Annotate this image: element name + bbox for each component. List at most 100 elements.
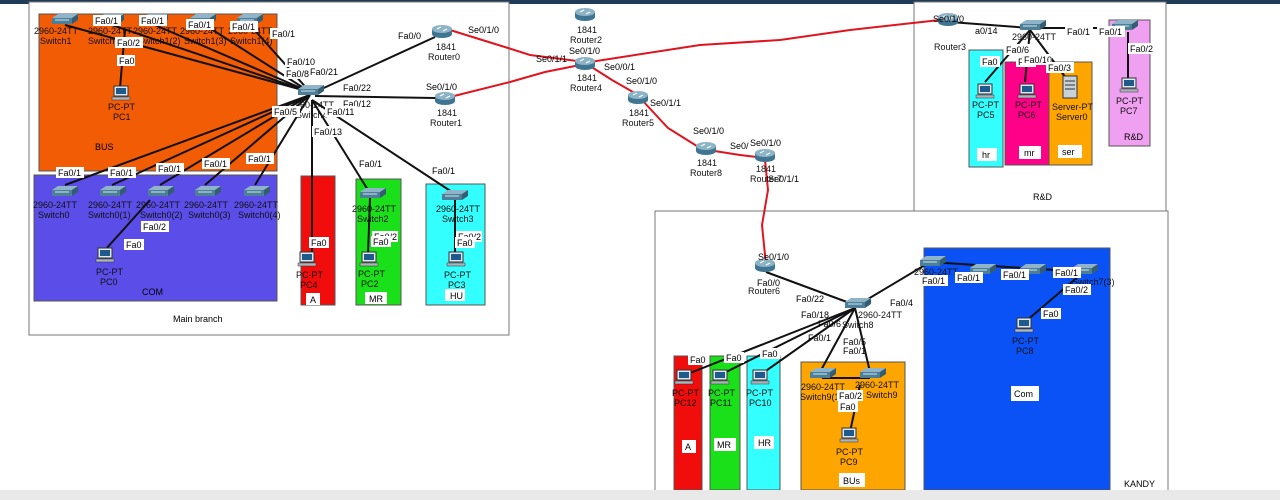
switch2[interactable] (359, 187, 387, 199)
svg-text:Fa0/1: Fa0/1 (1067, 27, 1090, 37)
pc5[interactable] (975, 83, 995, 99)
svg-text:Fa0/1: Fa0/1 (359, 159, 382, 169)
mr-rd-title: mr (1024, 148, 1035, 158)
switch0-1[interactable] (99, 185, 127, 197)
svg-text:Fa0/4: Fa0/4 (890, 298, 913, 308)
pc0[interactable] (95, 247, 115, 263)
svg-text:PC9: PC9 (840, 457, 858, 467)
svg-text:Switch1(4): Switch1(4) (230, 36, 273, 46)
port-tags: Fa0/1 Fa0/1 Fa0/1 Fa0/1 Fa0/1 Fa0/2 Fa0 … (56, 14, 1156, 412)
svg-text:Se0/1/1: Se0/1/1 (536, 54, 567, 64)
svg-text:1841: 1841 (756, 164, 776, 174)
svg-text:PC8: PC8 (1016, 346, 1034, 356)
svg-text:Switch0(4): Switch0(4) (238, 210, 281, 220)
svg-text:Fa0/22: Fa0/22 (796, 294, 824, 304)
svg-text:Fa0/11: Fa0/11 (327, 107, 354, 117)
pc3[interactable] (446, 251, 466, 267)
switch4[interactable] (297, 84, 325, 96)
pc8[interactable] (1014, 317, 1034, 333)
top-window-bar (0, 0, 1280, 4)
hu-title: HU (450, 291, 463, 301)
svg-text:PC7: PC7 (1120, 106, 1138, 116)
router1[interactable] (434, 91, 456, 106)
svg-text:Router4: Router4 (570, 83, 602, 93)
pc1[interactable] (111, 85, 131, 101)
svg-text:Server0: Server0 (1056, 112, 1088, 122)
pc12[interactable] (674, 369, 694, 385)
svg-text:Se0/1/0: Se0/1/0 (750, 138, 781, 148)
svg-text:PC10: PC10 (749, 398, 772, 408)
svg-text:Fa0/1: Fa0/1 (922, 276, 945, 286)
pc7[interactable] (1119, 77, 1139, 93)
mr-kandy-title: MR (717, 440, 731, 450)
rd-box-title: R&D (1124, 132, 1144, 142)
pc6[interactable] (1017, 83, 1037, 99)
svg-text:1841: 1841 (577, 25, 597, 35)
svg-text:PC-PT: PC-PT (444, 270, 472, 280)
switch0-3[interactable] (194, 185, 222, 197)
svg-text:2960-24TT: 2960-24TT (184, 200, 229, 210)
bottom-scrollbar[interactable] (0, 490, 1280, 500)
svg-text:2960-24TT: 2960-24TT (855, 380, 900, 390)
svg-text:Switch7(3): Switch7(3) (1072, 277, 1115, 287)
svg-text:Fa0/1: Fa0/1 (1003, 270, 1026, 280)
router0[interactable] (431, 24, 453, 39)
a-kandy-title: A (685, 442, 691, 452)
svg-text:Fa0/5: Fa0/5 (843, 337, 866, 347)
svg-text:Fa0/2: Fa0/2 (143, 222, 166, 232)
pc10[interactable] (750, 369, 770, 385)
svg-text:Fa0/22: Fa0/22 (343, 83, 371, 93)
svg-text:Se0/1/1: Se0/1/1 (768, 174, 799, 184)
switch8[interactable] (844, 297, 872, 309)
svg-text:Router2: Router2 (570, 35, 602, 45)
svg-text:2960-24TT: 2960-24TT (88, 200, 133, 210)
pc2[interactable] (359, 251, 379, 267)
switch0[interactable] (51, 185, 79, 197)
svg-text:PC-PT: PC-PT (1012, 336, 1040, 346)
svg-text:Se0/1/0: Se0/1/0 (426, 82, 457, 92)
svg-text:Fa0: Fa0 (119, 56, 135, 66)
svg-text:1841: 1841 (697, 158, 717, 168)
svg-text:Router6: Router6 (748, 286, 780, 296)
switch7[interactable] (919, 255, 947, 267)
svg-text:2960-24TT: 2960-24TT (234, 200, 279, 210)
pc4[interactable] (297, 251, 317, 267)
svg-text:Fa0/6: Fa0/6 (1006, 45, 1029, 55)
svg-text:Switch3: Switch3 (442, 214, 474, 224)
router2[interactable] (574, 7, 596, 22)
svg-text:PC-PT: PC-PT (1015, 100, 1043, 110)
svg-text:1841: 1841 (437, 108, 457, 118)
svg-text:2960-24TT: 2960-24TT (133, 26, 178, 36)
switch1[interactable] (51, 13, 79, 25)
pc9[interactable] (839, 427, 859, 443)
switch3[interactable] (441, 189, 469, 201)
server0[interactable] (1062, 75, 1078, 99)
bus-title: BUS (95, 142, 114, 152)
router4[interactable] (574, 56, 596, 71)
svg-text:2960-24TT: 2960-24TT (180, 26, 225, 36)
switch9-1[interactable] (809, 367, 837, 379)
router5[interactable] (627, 90, 649, 105)
pc11[interactable] (710, 369, 730, 385)
switch0-2[interactable] (147, 185, 175, 197)
svg-text:2960-24TT: 2960-24TT (1012, 32, 1057, 42)
switch-rd[interactable] (1019, 19, 1047, 31)
router8[interactable] (695, 141, 717, 156)
a-title: A (310, 295, 316, 305)
svg-text:2960-24TT: 2960-24TT (858, 310, 903, 320)
router7[interactable] (754, 148, 776, 163)
switch9[interactable] (859, 367, 887, 379)
svg-text:1841: 1841 (577, 73, 597, 83)
svg-text:Switch0(1): Switch0(1) (88, 210, 131, 220)
ethernet-links (64, 21, 1129, 433)
rd-group-title: R&D (1033, 192, 1053, 202)
hr-rd-area (968, 49, 1004, 168)
svg-text:PC-PT: PC-PT (708, 388, 736, 398)
svg-text:Fa0/1: Fa0/1 (432, 166, 455, 176)
switch0-4[interactable] (243, 185, 271, 197)
svg-text:Router3: Router3 (934, 42, 966, 52)
svg-text:Fa0/1: Fa0/1 (248, 154, 271, 164)
svg-text:PC-PT: PC-PT (296, 270, 324, 280)
svg-text:Fa0/1: Fa0/1 (957, 273, 980, 283)
